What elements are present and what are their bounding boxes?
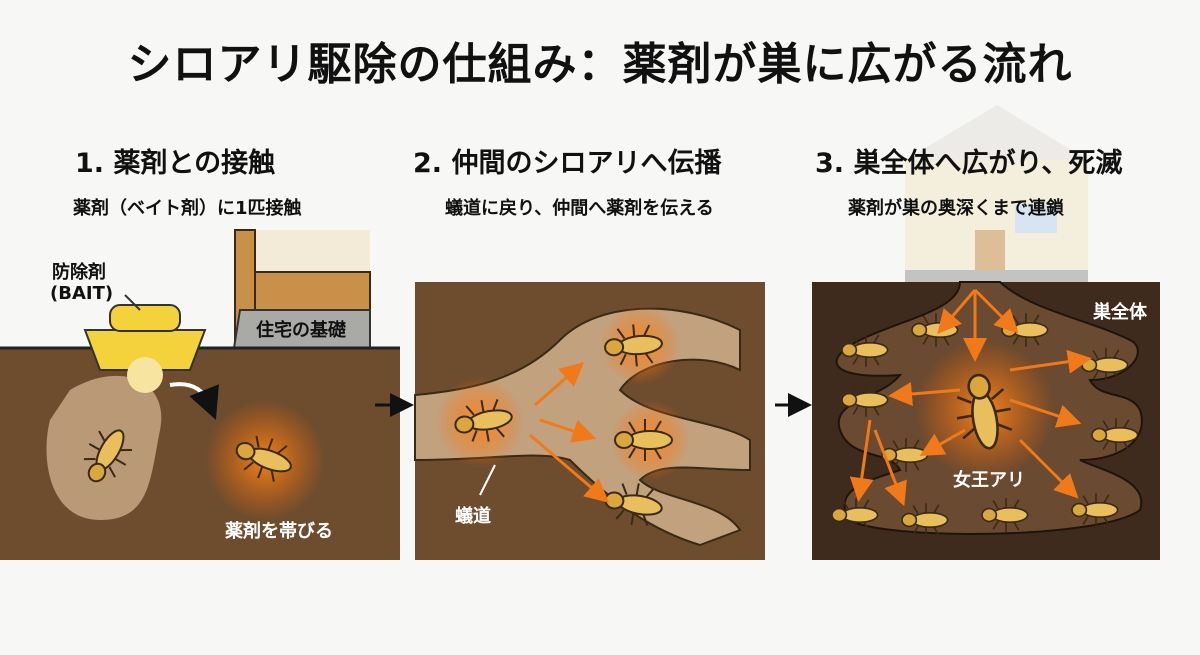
bait-en-label: (BAIT) bbox=[50, 283, 114, 304]
tunnel-label: 蟻道 bbox=[455, 506, 491, 527]
foundation-label: 住宅の基礎 bbox=[256, 320, 346, 341]
step-1-heading: 1. 薬剤との接触 bbox=[75, 148, 276, 179]
step-2-heading: 2. 仲間のシロアリへ伝播 bbox=[413, 148, 722, 179]
bait-label: 防除剤 bbox=[52, 262, 106, 283]
panel-2-scene bbox=[414, 282, 765, 560]
nest-label: 巣全体 bbox=[1093, 302, 1147, 323]
step-1-subtitle: 薬剤（ベイト剤）に1匹接触 bbox=[73, 198, 302, 219]
coated-label: 薬剤を帯びる bbox=[225, 521, 333, 542]
step-2-subtitle: 蟻道に戻り、仲間へ薬剤を伝える bbox=[445, 198, 714, 219]
queen-label: 女王アリ bbox=[953, 470, 1025, 491]
page-title: シロアリ駆除の仕組み：薬剤が巣に広がる流れ bbox=[127, 39, 1073, 90]
step-3-subtitle: 薬剤が巣の奥深くまで連鎖 bbox=[848, 198, 1064, 219]
step-3-heading: 3. 巣全体へ広がり、死滅 bbox=[815, 148, 1123, 179]
panel-1-scene bbox=[0, 229, 400, 560]
panel-3-scene bbox=[812, 105, 1160, 560]
